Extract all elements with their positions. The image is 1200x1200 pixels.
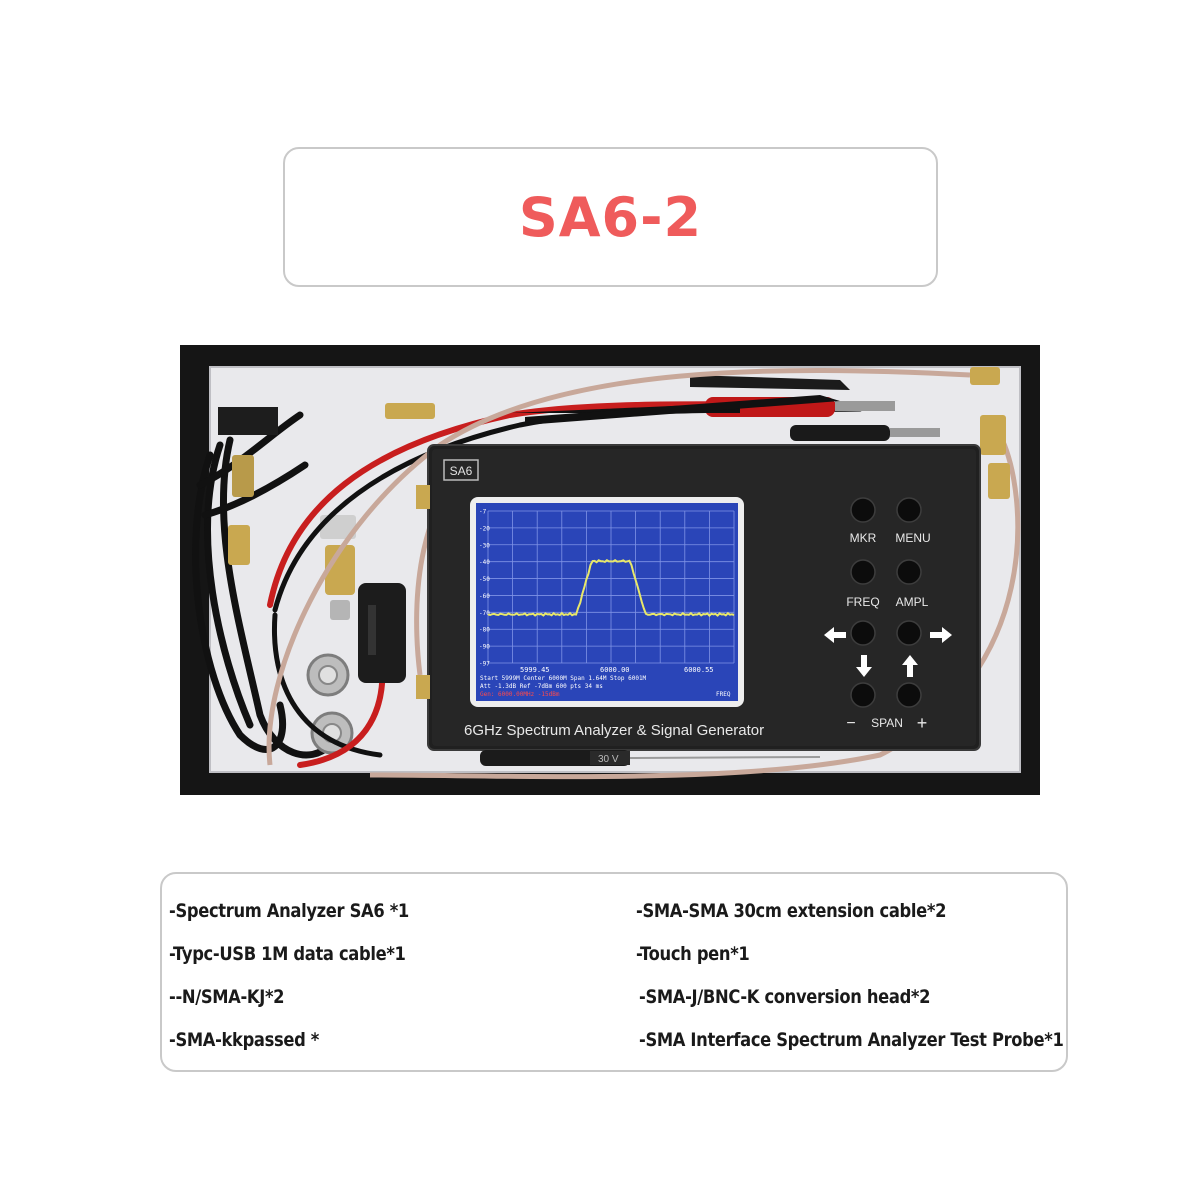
generator-line: Gen: 6000.00MHz -15dBm [480,691,560,698]
contents-item: -Typc-USB 1M data cable*1 [169,943,406,965]
y-tick-label: -7 [479,509,487,516]
marker-left: 5999.45 [520,666,550,674]
test-leads [510,375,940,441]
package-contents: -Spectrum Analyzer SA6 *1 -Typc-USB 1M d… [160,872,1068,1072]
probe-label: 30 V [598,754,619,765]
contents-item: -Touch pen*1 [636,943,750,965]
mkr-label: MKR [850,531,877,545]
device-screen [476,503,738,701]
marker-right: 6000.55 [684,666,714,674]
test-probe: 30 V [480,750,821,766]
contents-item: --N/SMA-KJ*2 [169,986,285,1008]
ampl-label: AMPL [896,595,929,609]
arrow-down-icon [856,655,872,677]
marker-center: 6000.00 [600,666,630,674]
readout-line-1: Start 5999M Center 6000M Span 1.64M Stop… [480,675,647,682]
y-tick-label: -50 [479,576,490,583]
left-button [850,620,876,646]
contents-item: -SMA Interface Spectrum Analyzer Test Pr… [639,1029,1064,1051]
arrow-icons [824,627,952,677]
span-label: SPAN [871,716,903,730]
device-buttons [850,497,922,708]
touch-pen [525,395,840,425]
y-tick-label: -97 [479,661,490,668]
spectrum-trace [487,558,735,617]
menu-button [896,497,922,523]
usb-cable [192,407,334,759]
screen-readout: 5999.45 6000.00 6000.55 Start 5999M Cent… [480,666,731,698]
y-tick-label: -90 [479,644,490,651]
screen-y-ticks: -7 -20 -30 -40 -50 -60 -70 -80 -90 -97 [479,509,490,668]
ampl-button [896,559,922,585]
title-box: SA6-2 [283,147,938,287]
y-tick-label: -70 [479,610,490,617]
y-tick-label: -30 [479,542,490,549]
y-tick-label: -20 [479,525,490,532]
contents-item: -Spectrum Analyzer SA6 *1 [169,900,409,922]
plus-label: + [917,713,928,733]
product-title: SA6-2 [518,185,703,249]
device-badge: SA6 [450,464,473,478]
y-tick-label: -40 [479,559,490,566]
freq-label: FREQ [846,595,879,609]
menu-label: MENU [895,531,930,545]
probe-clip-body [358,583,406,683]
readout-line-2: Att -1.3dB Ref -7dBm 600 pts 34 ms [480,683,603,690]
y-tick-label: -60 [479,593,490,600]
mkr-button [850,497,876,523]
span-minus-button [850,682,876,708]
product-photo: SA6 -7 -20 -30 -40 -50 -60 -70 -80 -90 -97 5999.4… [180,345,1040,795]
span-plus-button [896,682,922,708]
freq-button [850,559,876,585]
contents-item: -SMA-SMA 30cm extension cable*2 [636,900,947,922]
minus-label: − [846,715,855,732]
screen-freq-label: FREQ [716,691,731,698]
y-tick-label: -80 [479,627,490,634]
sma-ends [385,367,1010,499]
spectrum-analyzer-device: SA6 -7 -20 -30 -40 -50 -60 -70 -80 -90 -97 5999.4… [416,444,981,751]
contents-item: -SMA-kkpassed * [169,1029,320,1051]
arrow-up-icon [902,655,918,677]
device-caption: 6GHz Spectrum Analyzer & Signal Generato… [464,722,764,739]
sma-connectors [228,455,356,620]
right-button [896,620,922,646]
screen-grid [487,510,735,664]
arrow-right-icon [930,627,952,643]
arrow-left-icon [824,627,846,643]
contents-item: -SMA-J/BNC-K conversion head*2 [639,986,931,1008]
